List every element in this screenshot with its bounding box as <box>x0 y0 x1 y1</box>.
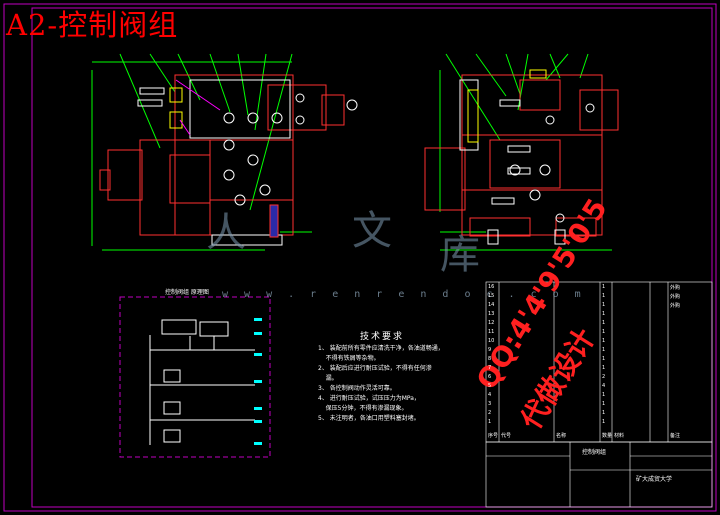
bom-cell: 1 <box>602 419 606 425</box>
bom-cell: 1 <box>602 347 606 353</box>
bom-header-cell: 材料 <box>614 433 625 439</box>
bom-cell: 2 <box>602 374 606 380</box>
bom-cell: 16 <box>488 284 495 290</box>
tech-requirement-line: 5、 未注明者，各油口用塑料塞封堵。 <box>318 415 420 422</box>
front-view <box>91 53 358 251</box>
bom-header-cell: 序号 <box>488 433 499 439</box>
hydraulic-schematic <box>119 296 271 458</box>
bom-cell: 外购 <box>670 294 681 300</box>
bom-cell: 10 <box>488 338 495 344</box>
bom-cell: 13 <box>488 311 495 317</box>
bom-header-cell: 名称 <box>556 433 567 439</box>
schematic-title: 控制阀组 原理图 <box>165 289 209 296</box>
side-view <box>424 53 619 251</box>
bom-cell: 1 <box>602 338 606 344</box>
tech-requirement-line: 2、 装配后应进行耐压试验，不得有任何渗 <box>318 365 432 372</box>
bom-cell: 1 <box>602 392 606 398</box>
bom-cell: 4 <box>488 392 492 398</box>
tech-requirement-line: 不得有铁屑等杂物。 <box>318 355 380 362</box>
bom-cell: 1 <box>602 410 606 416</box>
bom-cell: 1 <box>602 293 606 299</box>
bom-cell: 1 <box>602 302 606 308</box>
title-block-school: 矿大成贸大学 <box>636 476 673 483</box>
tech-requirement-line: 保压5分钟，不得有渗漏现象。 <box>318 405 408 412</box>
watermark-url: w w w . r e n r e n d o c . c o m <box>222 289 586 300</box>
bom-cell: 15 <box>488 293 495 299</box>
tech-requirement-line: 4、 进行耐压试验，试压压力为MPa， <box>318 395 420 402</box>
outer-frame <box>3 3 717 512</box>
bom-cell: 1 <box>602 401 606 407</box>
watermark-char-3: 库 <box>440 232 480 278</box>
bom-cell: 1 <box>602 311 606 317</box>
bom-cell: 12 <box>488 320 495 326</box>
bom-cell: 1 <box>602 320 606 326</box>
bom-header-cell: 数量 <box>602 433 613 439</box>
bom-cell: 6 <box>488 374 492 380</box>
bom-cell: 3 <box>488 401 492 407</box>
tech-requirement-line: 1、 装配前所有零件应清洗干净，各油道畅通， <box>318 345 444 352</box>
bom-cell: 4 <box>602 383 606 389</box>
inner-frame <box>31 7 713 508</box>
bom-cell: 9 <box>488 347 492 353</box>
tech-requirements-heading: 技术要求 <box>360 332 405 342</box>
bom-table-grid <box>485 281 713 508</box>
bom-cell: 7 <box>488 365 492 371</box>
bom-cell: 外购 <box>670 285 681 291</box>
bom-cell: 11 <box>488 329 495 335</box>
bom-header-cell: 代号 <box>501 433 512 439</box>
bom-cell: 8 <box>488 356 492 362</box>
bom-cell: 5 <box>488 383 492 389</box>
bom-cell: 14 <box>488 302 495 308</box>
bom-cell: 1 <box>602 284 606 290</box>
tech-requirement-line: 3、 各控制阀动作灵活可靠。 <box>318 385 396 392</box>
watermark-char-2: 文 <box>352 208 392 254</box>
bom-cell: 1 <box>602 356 606 362</box>
bom-header-cell: 备注 <box>670 433 681 439</box>
watermark-char-1: 人 <box>206 210 246 256</box>
tech-requirement-line: 漏。 <box>318 375 338 382</box>
bom-cell: 1 <box>602 329 606 335</box>
bom-cell: 2 <box>488 410 492 416</box>
bom-cell: 1 <box>488 419 492 425</box>
bom-cell: 外购 <box>670 303 681 309</box>
title-block-name: 控制阀组 <box>582 449 607 456</box>
page-title: A2-控制阀组 <box>6 8 179 42</box>
bom-cell: 1 <box>602 365 606 371</box>
